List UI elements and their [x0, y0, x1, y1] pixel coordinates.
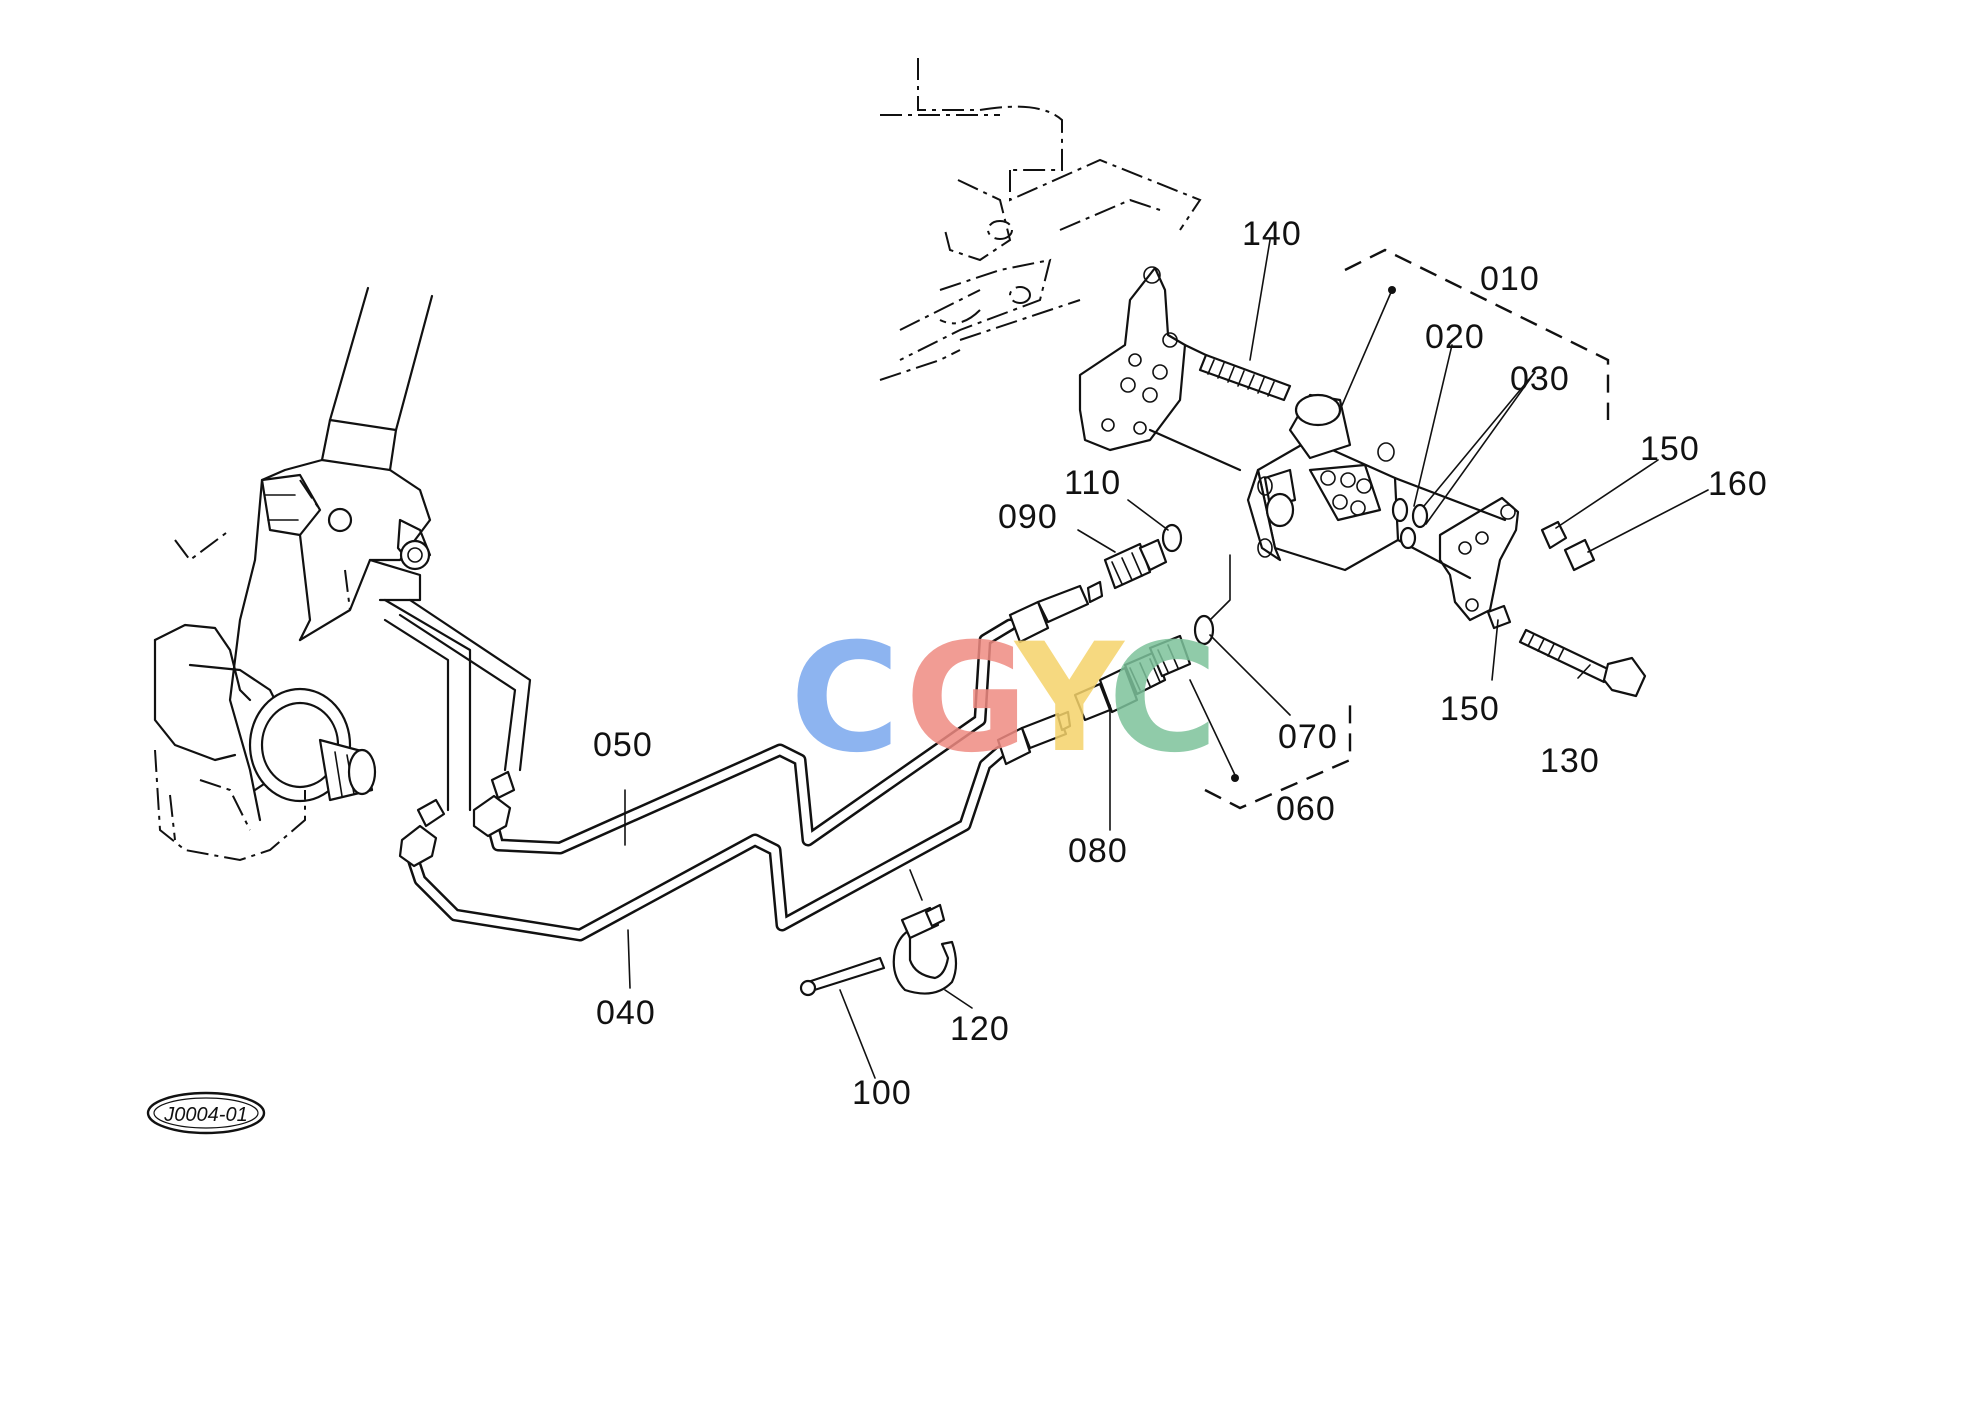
callout-140: 140 [1242, 215, 1302, 253]
bolt-130 [1518, 628, 1647, 698]
bracket-right [1393, 476, 1520, 622]
callout-labels: 140 010 020 030 150 160 110 090 070 060 … [593, 215, 1768, 1112]
chassis-phantom-outline [879, 58, 1202, 381]
callout-160: 160 [1708, 465, 1768, 503]
clamp-110 [892, 903, 958, 995]
watermark-letter-3: Y [1013, 612, 1126, 786]
o-ring-070 [1193, 614, 1215, 646]
valve-body-010 [1246, 393, 1400, 572]
pipe-end-fittings [398, 580, 1104, 868]
pin-120 [799, 956, 886, 997]
callout-110: 120 [950, 1010, 1010, 1048]
callout-070: 070 [1278, 718, 1338, 756]
callout-030: 030 [1510, 360, 1570, 398]
callout-150-lower: 150 [1440, 690, 1500, 728]
washer-150-lower [1486, 604, 1512, 630]
callout-150-upper: 150 [1640, 430, 1700, 468]
callout-130: 130 [1540, 742, 1600, 780]
fitting-090 [1103, 538, 1168, 590]
callout-060: 060 [1276, 790, 1336, 828]
watermark-letter-2: G [905, 612, 1028, 786]
fitting-080 [1073, 634, 1192, 722]
o-ring-100 [1161, 523, 1183, 553]
callout-090: 090 [998, 498, 1058, 536]
steering-knuckle-assembly [153, 286, 434, 862]
callout-010: 010 [1480, 260, 1540, 298]
o-rings-020-030 [1391, 497, 1429, 550]
callout-120: 100 [852, 1074, 912, 1112]
callout-020: 020 [1425, 318, 1485, 356]
leader-lines [624, 239, 1709, 1079]
diagram-code-badge: J0004-01 [146, 1091, 266, 1135]
watermark-letter-1: C [790, 612, 900, 786]
hose-pipes [383, 598, 1017, 942]
watermark-letter-4: C [1108, 612, 1218, 786]
watermark-logo: C G Y C [790, 612, 1218, 786]
callout-050: 050 [593, 726, 653, 764]
assembly-bracket-060 [1204, 700, 1352, 810]
callout-040: 040 [596, 994, 656, 1032]
diagram-code: J0004-01 [163, 1104, 247, 1126]
bracket-left [1078, 266, 1260, 472]
callout-100: 110 [1064, 464, 1121, 502]
assembly-bracket-010 [1344, 248, 1610, 420]
nut-160 [1563, 538, 1596, 572]
nut-150-upper [1540, 520, 1568, 550]
stud-140 [1198, 353, 1292, 402]
callout-080: 080 [1068, 832, 1128, 870]
